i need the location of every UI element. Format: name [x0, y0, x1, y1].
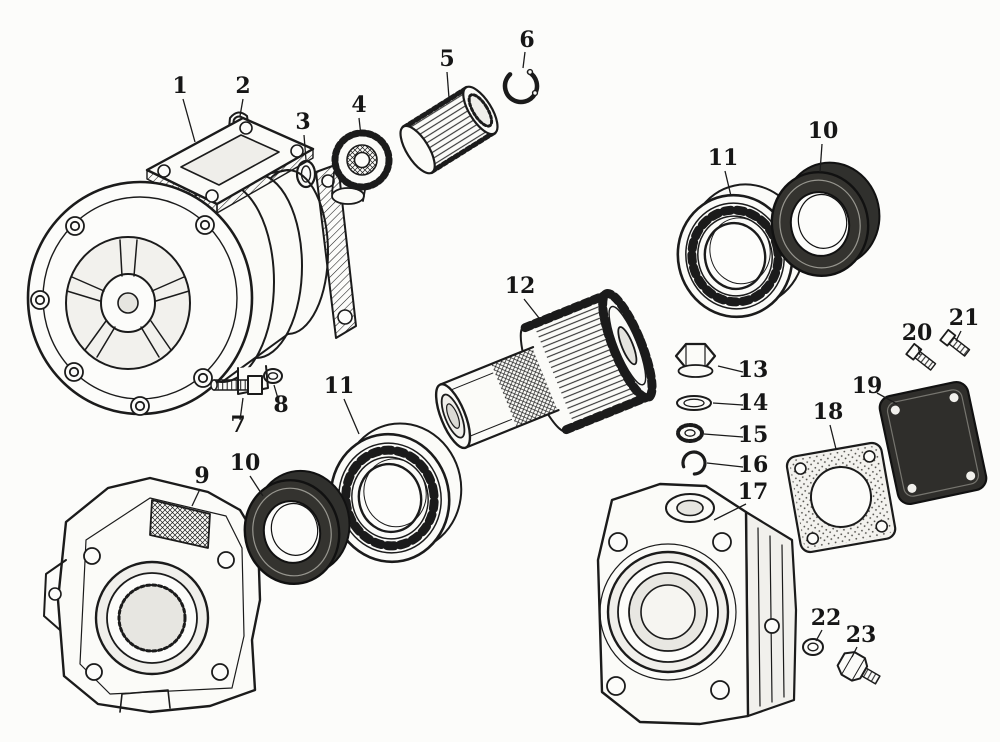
top-mounting-plate [145, 116, 315, 214]
part-callout-5: 5 [439, 46, 454, 72]
part-callout-2: 2 [235, 73, 250, 99]
part-callout-11a: 11 [708, 145, 739, 171]
bolt-21 [939, 328, 971, 357]
washer-8 [263, 368, 283, 384]
part-callout-10a: 10 [808, 118, 839, 144]
part-callout-15: 15 [738, 422, 769, 448]
leader-line-8 [273, 384, 280, 403]
part-callout-6: 6 [519, 27, 534, 53]
leader-line-20 [917, 345, 921, 356]
part-callout-16: 16 [738, 452, 769, 478]
leader-line-11b [343, 398, 360, 435]
part-callout-22: 22 [811, 605, 842, 631]
leader-line-7 [239, 397, 244, 421]
gasket-18 [785, 441, 897, 554]
housing-9 [43, 476, 262, 714]
leader-line-10b [249, 475, 264, 497]
leader-line-21 [955, 330, 962, 342]
washer-14 [676, 395, 712, 411]
leader-line-11a [724, 170, 732, 197]
hex-plug-13 [674, 342, 717, 378]
part-callout-18: 18 [813, 399, 844, 425]
leader-line-17 [713, 503, 747, 521]
leader-line-19 [876, 392, 898, 405]
leader-line-6 [522, 51, 526, 69]
part-callout-14: 14 [738, 390, 769, 416]
leader-line-5 [446, 71, 450, 99]
splined-gear-4 [331, 129, 393, 205]
part-callout-17: 17 [738, 479, 769, 505]
leader-line-16 [706, 462, 744, 468]
part-callout-21: 21 [949, 305, 980, 331]
part-callout-19: 19 [852, 373, 883, 399]
part-callout-3: 3 [295, 109, 310, 135]
part-callout-9: 9 [194, 463, 209, 489]
part-callout-8: 8 [273, 392, 288, 418]
part-callout-10b: 10 [230, 450, 261, 476]
leader-line-13 [717, 365, 744, 373]
part-callout-11b: 11 [324, 373, 355, 399]
support-strap [315, 163, 357, 339]
gear-shaft-12 [434, 288, 657, 450]
leader-line-10a [819, 143, 823, 173]
part-callout-4: 4 [351, 92, 366, 118]
retainer-15 [676, 423, 704, 443]
part-callout-7: 7 [230, 412, 245, 438]
seal-ring-3 [295, 159, 317, 189]
leader-line-12 [523, 298, 544, 324]
ball-bearing-upper [676, 183, 806, 319]
leader-line-2 [239, 98, 244, 117]
part-callout-1: 1 [172, 73, 187, 99]
splined-coupling-5 [399, 85, 499, 175]
leader-line-18 [829, 424, 837, 450]
leader-line-22 [815, 629, 823, 642]
bolt-20 [905, 342, 937, 371]
washer-22 [802, 638, 824, 656]
flange-bolt-holes [30, 215, 215, 416]
leader-line-23 [851, 646, 858, 658]
leader-line-3 [303, 134, 307, 161]
bolt-7 [210, 375, 263, 395]
leader-line-1 [182, 98, 196, 143]
part-callout-20: 20 [902, 320, 933, 346]
snap-ring-6 [502, 67, 540, 105]
leader-line-4 [358, 117, 362, 137]
leader-line-9 [191, 488, 201, 507]
leader-line-14 [712, 402, 744, 406]
part-callout-23: 23 [846, 622, 877, 648]
ball-bearing-lower [329, 422, 463, 564]
leader-line-15 [703, 433, 744, 438]
housing-17 [596, 482, 798, 726]
flange-spokes [66, 239, 190, 358]
snap-ring-16 [681, 450, 707, 476]
pump-housing-flange [26, 180, 254, 416]
cover-plate-19 [878, 380, 988, 506]
part-callout-13: 13 [738, 357, 769, 383]
part-callout-12: 12 [505, 273, 536, 299]
bolt-23 [836, 651, 881, 685]
oil-seal-lower [243, 469, 351, 585]
